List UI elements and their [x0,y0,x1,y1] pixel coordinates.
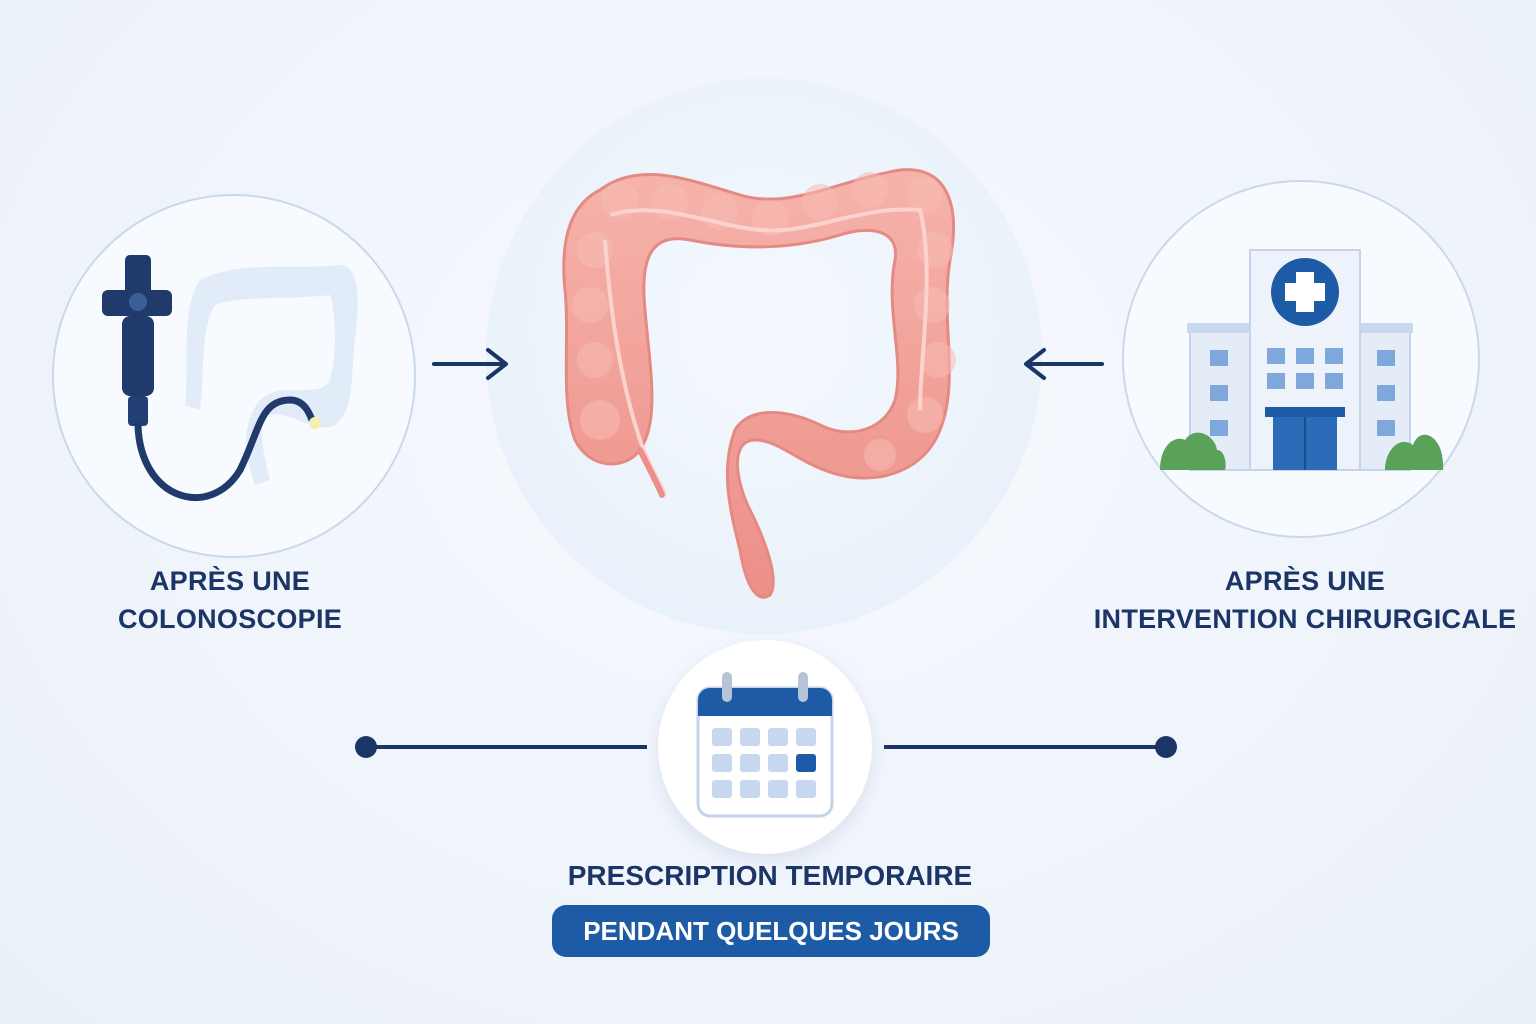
right-step-label: APRÈS UNE INTERVENTION CHIRURGICALE [1080,562,1530,638]
right-step-label-line1: APRÈS UNE [1224,566,1386,596]
left-step-label-line1: APRÈS UNE [149,566,311,596]
calendar-icon [696,672,834,818]
right-step-label-line2: INTERVENTION CHIRURGICALE [1093,604,1517,634]
left-step-label: APRÈS UNE COLONOSCOPIE [60,562,400,638]
left-step-circle [52,194,416,558]
colon-icon [562,168,956,599]
arrow-right-icon [432,348,508,380]
colonoscope-icon [102,255,358,501]
left-step-label-line2: COLONOSCOPIE [117,604,343,634]
timeline-right-line [884,736,1177,758]
prescription-title: PRESCRIPTION TEMPORAIRE [567,860,973,891]
hospital-icon [1160,249,1444,471]
arrow-left-icon [1024,348,1104,380]
timeline-left-line [355,736,647,758]
right-step-circle [1122,180,1480,538]
duration-badge: PENDANT QUELQUES JOURS [552,905,990,957]
